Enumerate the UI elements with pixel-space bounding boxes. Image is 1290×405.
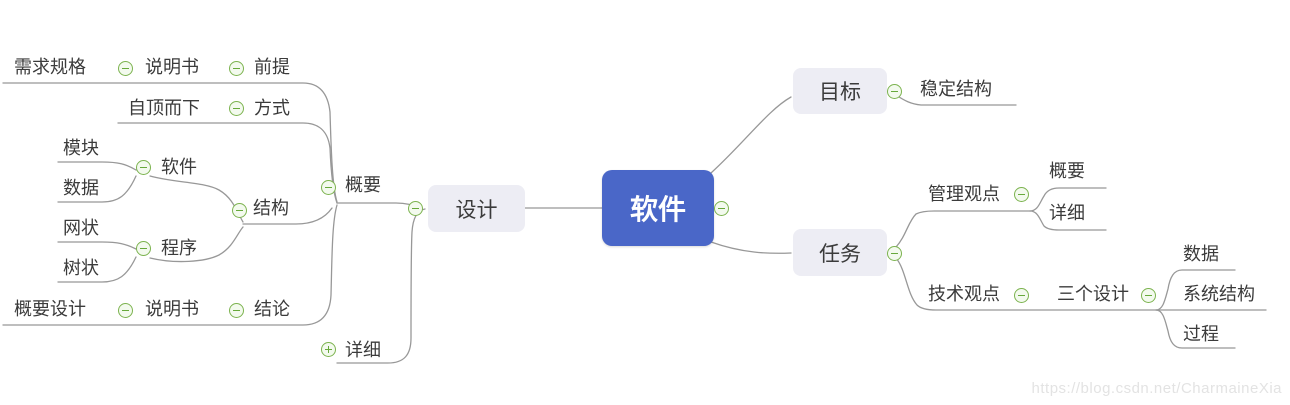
topic-req-spec[interactable]: 需求规格 bbox=[14, 57, 86, 77]
connector bbox=[57, 256, 137, 283]
topic-conclusion[interactable]: 结论 bbox=[254, 299, 290, 319]
topic-mgmt-detail[interactable]: 详细 bbox=[1049, 203, 1085, 223]
topic-three-designs[interactable]: 三个设计 bbox=[1057, 284, 1129, 304]
connector bbox=[149, 226, 244, 263]
collapse-icon[interactable] bbox=[887, 246, 902, 261]
topic-method[interactable]: 方式 bbox=[254, 98, 290, 118]
topic-system-structure[interactable]: 系统结构 bbox=[1183, 284, 1255, 304]
collapse-icon[interactable] bbox=[887, 84, 902, 99]
collapse-icon[interactable] bbox=[1014, 288, 1029, 303]
collapse-icon[interactable] bbox=[118, 61, 133, 76]
connector bbox=[57, 175, 137, 203]
topic-design[interactable]: 设计 bbox=[428, 185, 525, 232]
collapse-icon[interactable] bbox=[136, 160, 151, 175]
connector bbox=[710, 96, 792, 174]
collapse-icon[interactable] bbox=[136, 241, 151, 256]
topic-program[interactable]: 程序 bbox=[161, 238, 197, 258]
collapse-icon[interactable] bbox=[321, 180, 336, 195]
collapse-icon[interactable] bbox=[229, 303, 244, 318]
topic-detail[interactable]: 详细 bbox=[345, 340, 381, 360]
connector bbox=[149, 175, 244, 223]
connector bbox=[1029, 187, 1107, 212]
topic-mgmt-outline[interactable]: 概要 bbox=[1049, 161, 1085, 181]
connector bbox=[1029, 210, 1107, 231]
collapse-icon[interactable] bbox=[118, 303, 133, 318]
collapse-icon[interactable] bbox=[232, 203, 247, 218]
connector bbox=[2, 204, 338, 326]
topic-premise[interactable]: 前提 bbox=[254, 57, 290, 77]
collapse-icon[interactable] bbox=[229, 61, 244, 76]
topic-task[interactable]: 任务 bbox=[793, 229, 887, 276]
topic-data[interactable]: 数据 bbox=[63, 178, 99, 198]
topic-net-shape[interactable]: 网状 bbox=[63, 218, 99, 238]
watermark-text: https://blog.csdn.net/CharmaineXia bbox=[1031, 380, 1282, 397]
topic-structure[interactable]: 结构 bbox=[253, 198, 289, 218]
expand-icon[interactable] bbox=[321, 342, 336, 357]
collapse-icon[interactable] bbox=[714, 201, 729, 216]
connector bbox=[895, 210, 1031, 248]
connector bbox=[336, 208, 426, 364]
topic-top-down[interactable]: 自顶而下 bbox=[128, 98, 200, 118]
root-topic[interactable]: 软件 bbox=[602, 170, 714, 246]
collapse-icon[interactable] bbox=[229, 101, 244, 116]
topic-spec-1[interactable]: 说明书 bbox=[145, 57, 199, 77]
connector bbox=[1155, 269, 1236, 311]
connector bbox=[242, 207, 333, 225]
connector bbox=[57, 241, 137, 250]
topic-mgmt-view[interactable]: 管理观点 bbox=[928, 184, 1000, 204]
topic-tech-view[interactable]: 技术观点 bbox=[928, 284, 1000, 304]
topic-data-2[interactable]: 数据 bbox=[1183, 244, 1219, 264]
topic-tree-shape[interactable]: 树状 bbox=[63, 258, 99, 278]
connector bbox=[117, 122, 338, 204]
topic-spec-2[interactable]: 说明书 bbox=[145, 299, 199, 319]
collapse-icon[interactable] bbox=[1141, 288, 1156, 303]
topic-outline-design[interactable]: 概要设计 bbox=[14, 299, 86, 319]
topic-process[interactable]: 过程 bbox=[1183, 324, 1219, 344]
collapse-icon[interactable] bbox=[408, 201, 423, 216]
collapse-icon[interactable] bbox=[1014, 187, 1029, 202]
connector bbox=[57, 161, 137, 171]
connector bbox=[710, 241, 792, 254]
connector bbox=[1155, 309, 1236, 349]
connector bbox=[895, 257, 1157, 311]
topic-module[interactable]: 模块 bbox=[63, 138, 99, 158]
topic-outline[interactable]: 概要 bbox=[345, 175, 381, 195]
topic-goal[interactable]: 目标 bbox=[793, 68, 887, 114]
topic-software-sub[interactable]: 软件 bbox=[161, 157, 197, 177]
topic-stable-structure[interactable]: 稳定结构 bbox=[920, 79, 992, 99]
